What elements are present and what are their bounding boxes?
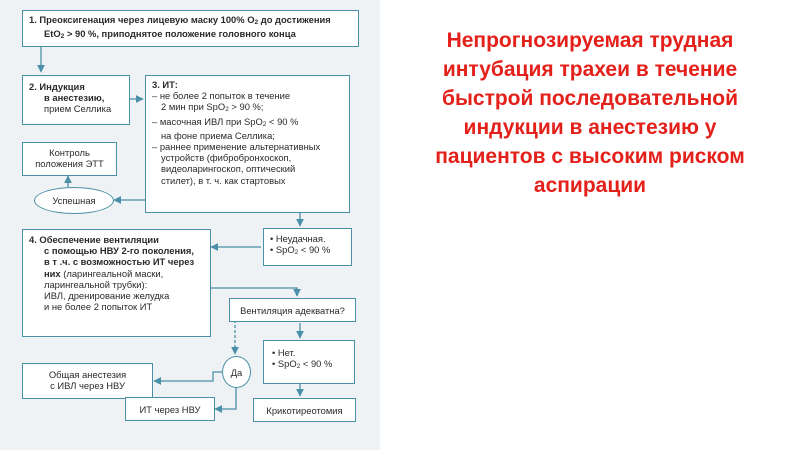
yes-ellipse: Да <box>222 356 251 388</box>
cricothyrotomy-box: Крикотиреотомия <box>253 398 356 422</box>
step3-intubation-box: 3. ИТ: – не более 2 попыток в течение 2 … <box>145 75 350 213</box>
step2-title: 2. Индукция <box>29 81 85 92</box>
step1-preoxygenation-box: 1. Преоксигенация через лицевую маску 10… <box>22 10 359 47</box>
arrow-yes-to-general <box>153 371 222 385</box>
ventilation-adequate-question-box: Вентиляция адекватна? <box>229 298 356 322</box>
no-box: • Нет. • SpO2 < 90 % <box>263 340 355 384</box>
intubation-via-sga-box: ИТ через НВУ <box>125 397 215 421</box>
general-anesthesia-box: Общая анестезия с ИВЛ через НВУ <box>22 363 153 399</box>
success-ellipse: Успешная <box>34 187 114 214</box>
slide-title: Непрогнозируемая трудная интубация трахе… <box>435 29 745 197</box>
control-ett-box: Контроль положения ЭТТ <box>22 142 117 176</box>
step2-induction-box: 2. Индукция в анестезию, прием Селлика <box>22 75 130 125</box>
step4-ventilation-box: 4. Обеспечение вентиляции с помощью НВУ … <box>22 229 211 337</box>
arrow-yes-to-it-nvu <box>214 388 237 413</box>
flowchart: 1. Преоксигенация через лицевую маску 10… <box>0 0 380 450</box>
step4-title: 4. Обеспечение вентиляции <box>29 234 159 245</box>
arrow-step4-to-adequate <box>211 287 301 297</box>
fail-box: • Неудачная. • SpO2 < 90 % <box>263 228 352 266</box>
flowchart-connectors <box>37 47 304 413</box>
step3-title: 3. ИТ: <box>152 79 178 90</box>
